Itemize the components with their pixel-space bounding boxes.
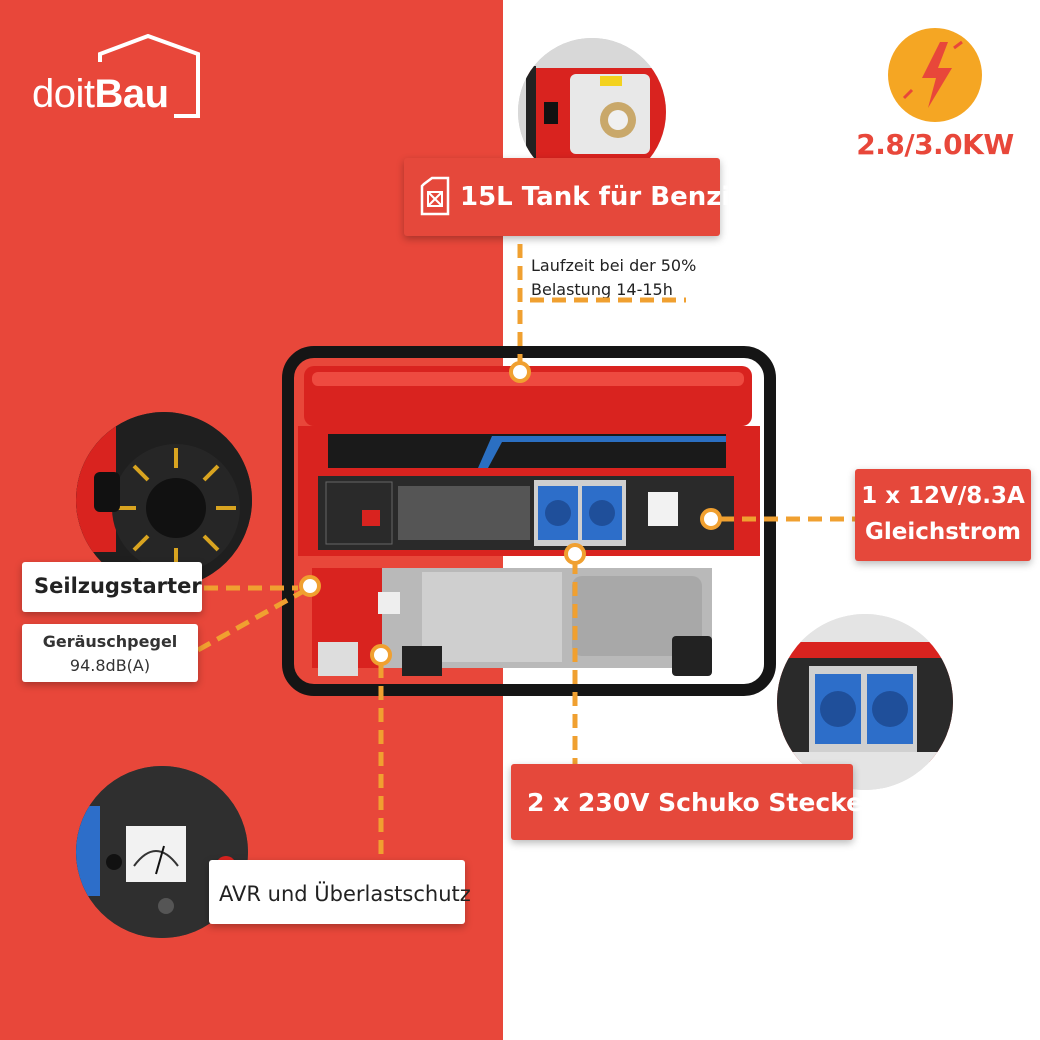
schuko-callout: 2 x 230V Schuko Stecker — [511, 764, 875, 840]
noise-level-value: 94.8dB(A) — [69, 656, 151, 675]
jerry-can-icon — [420, 176, 450, 216]
noise-level-callout: Geräuschpegel 94.8dB(A) — [22, 624, 198, 682]
dc-output-line-1: 1 x 12V/8.3A — [861, 483, 1025, 509]
runtime-line-2: Belastung 14-15h — [531, 280, 673, 299]
starter-callout: Seilzugstarter — [22, 562, 202, 612]
recoil-starter-detail-photo — [76, 412, 252, 588]
power-rating: 2.8/3.0KW — [856, 128, 1014, 161]
schuko-socket-detail-photo — [777, 614, 953, 790]
noise-level-title: Geräuschpegel — [42, 632, 178, 651]
lightning-bolt-icon — [902, 40, 963, 108]
brand-logo: doitBau — [28, 34, 208, 124]
power-badge — [888, 28, 982, 122]
generator-product-image — [282, 346, 776, 716]
tank-label: 15L Tank für Benzin — [460, 182, 749, 212]
dc-output-line-2: Gleichstrom — [864, 519, 1022, 545]
schuko-label: 2 x 230V Schuko Stecker — [527, 788, 876, 817]
runtime-line-1: Laufzeit bei der 50% — [531, 256, 697, 275]
logo-text: doitBau — [32, 72, 169, 116]
house-outline-icon — [98, 34, 200, 118]
runtime-note: Laufzeit bei der 50% Belastung 14-15h — [531, 254, 696, 302]
dc-output-callout: 1 x 12V/8.3A Gleichstrom — [855, 469, 1031, 561]
avr-callout: AVR und Überlastschutz — [209, 860, 471, 924]
starter-label: Seilzugstarter — [34, 574, 202, 598]
volt-meter-detail-photo — [76, 766, 248, 938]
avr-label: AVR und Überlastschutz — [219, 882, 471, 906]
tank-callout: 15L Tank für Benzin — [404, 158, 749, 236]
